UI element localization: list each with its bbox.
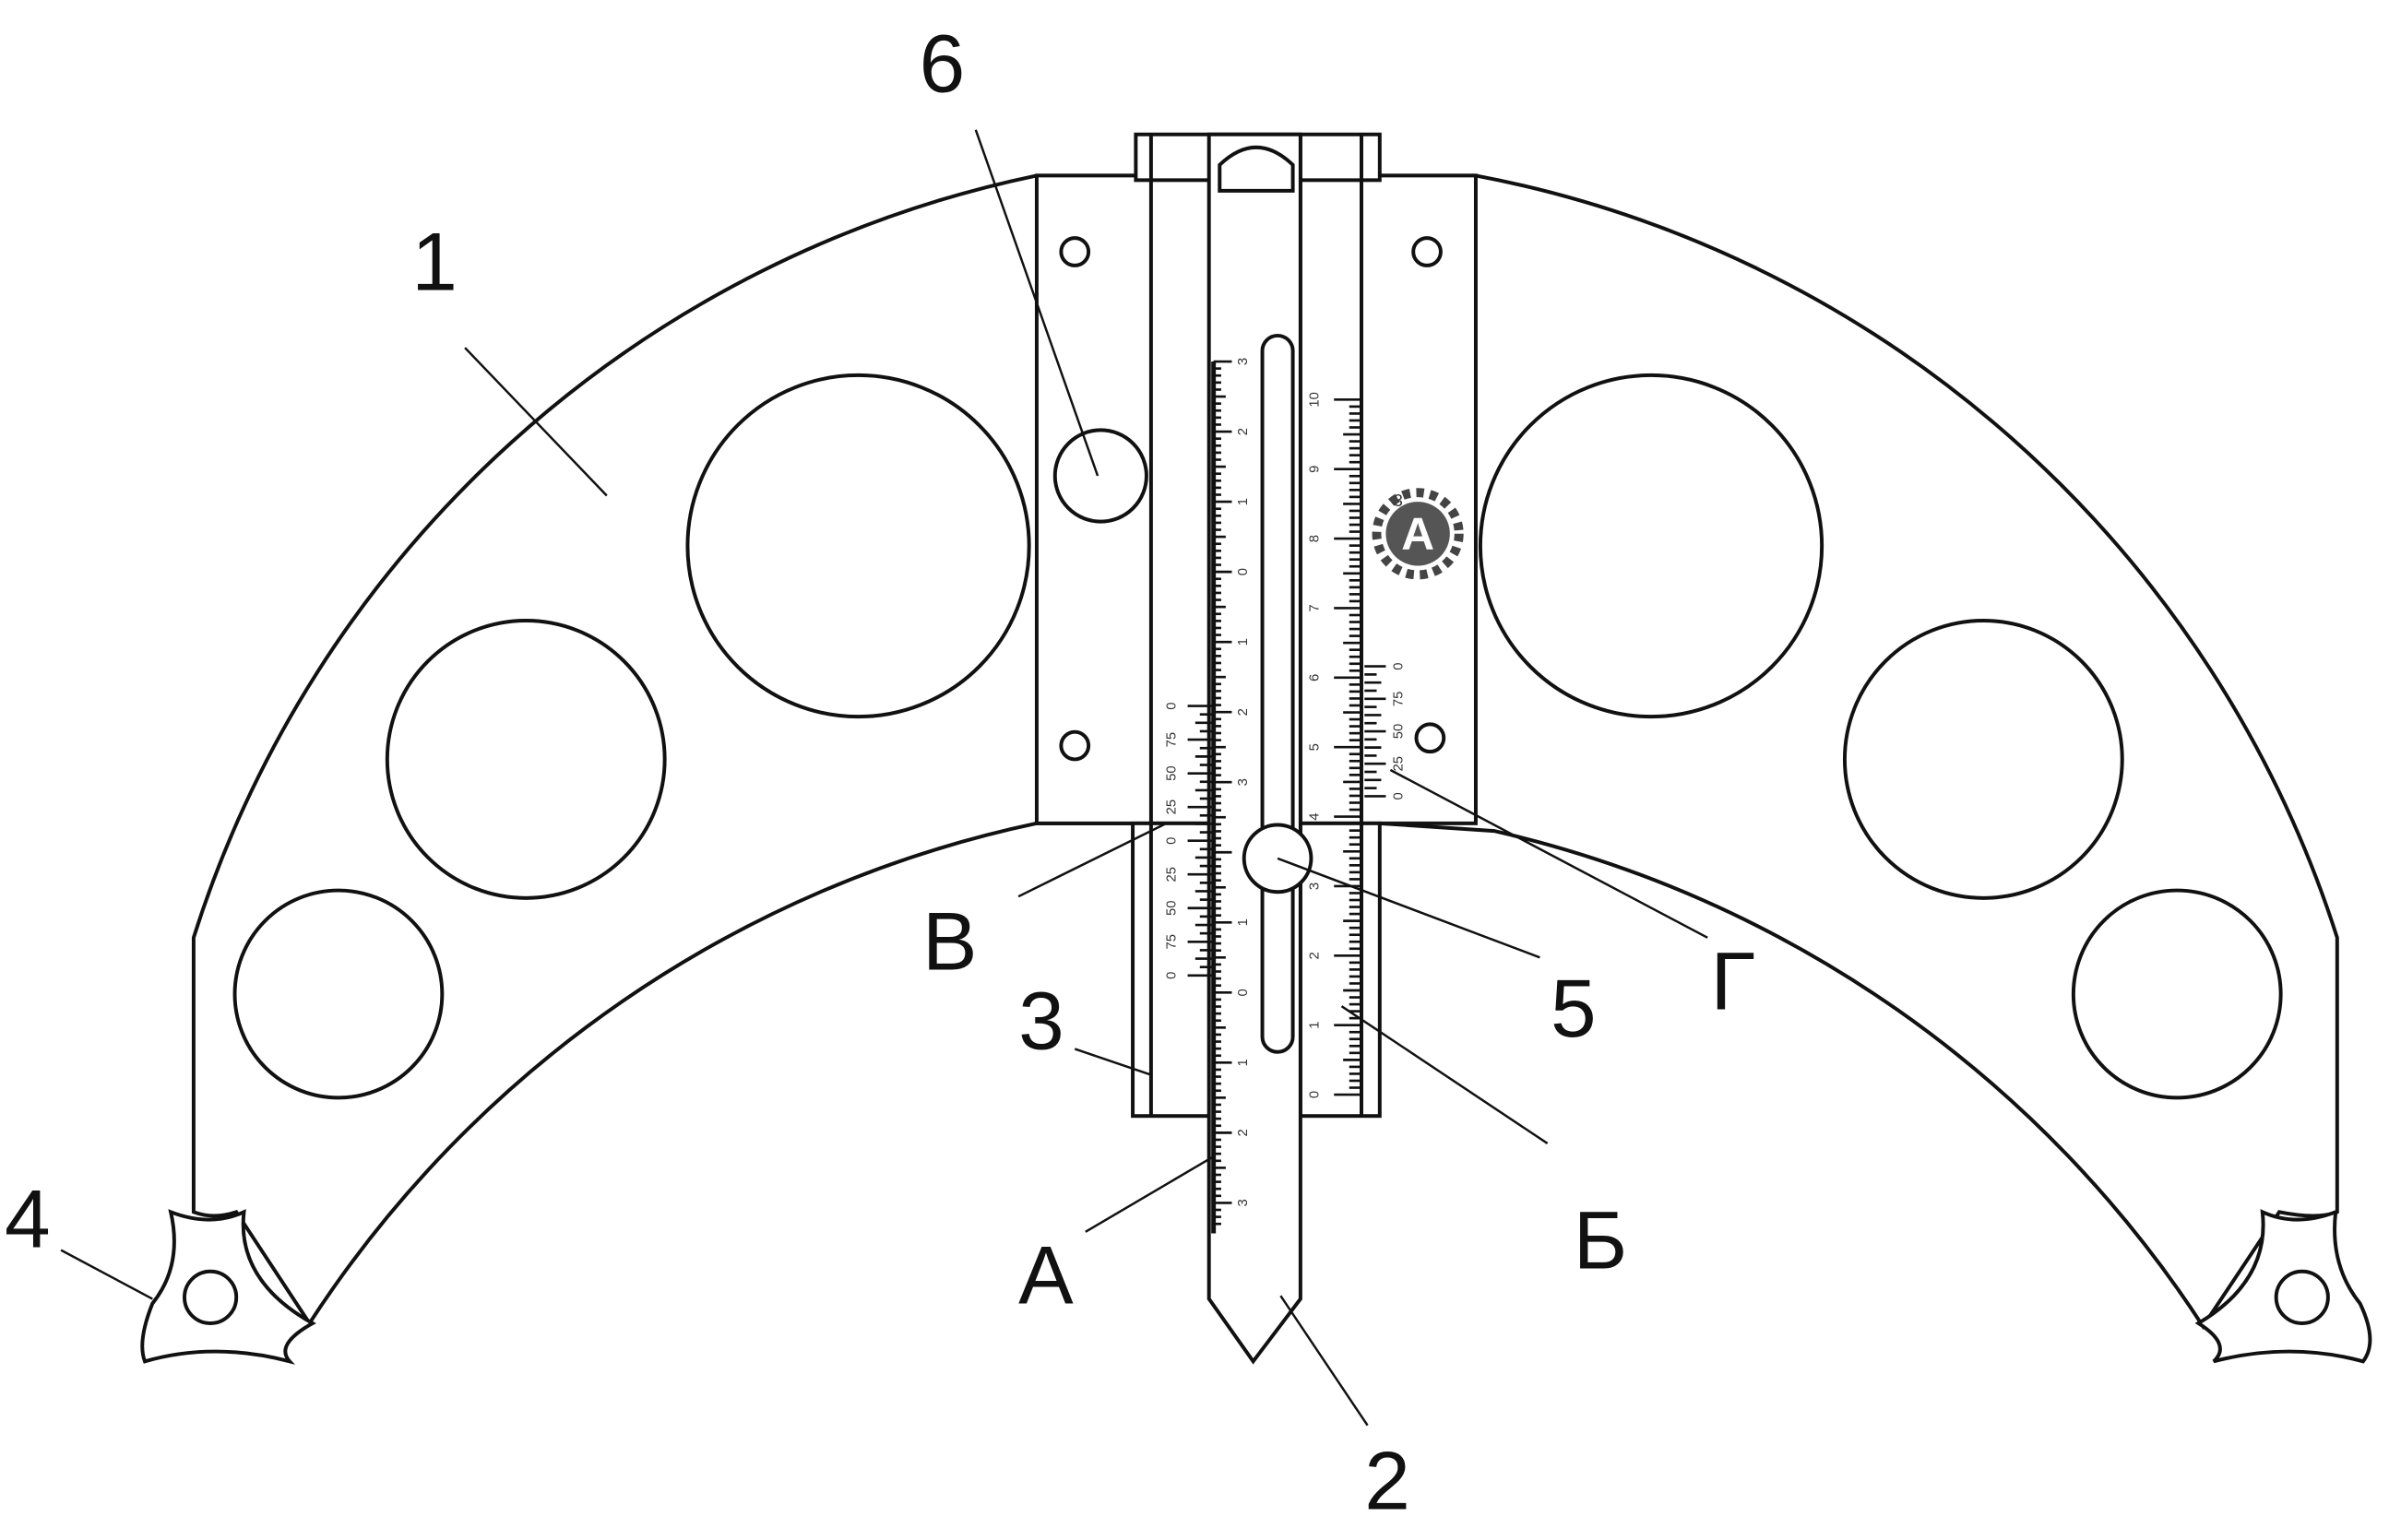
ruler-blade <box>1206 132 1302 1365</box>
label-vernier-left: В <box>922 895 978 988</box>
frame-tick-label: 3 <box>1308 883 1323 890</box>
ruler-tick-label: 3 <box>1236 1199 1251 1206</box>
logo: А 3 <box>1372 488 1464 580</box>
lightening-hole <box>1842 619 2124 900</box>
vernier-left-label: 0 <box>1164 837 1179 845</box>
ruler-tick-label: 1 <box>1236 1059 1251 1066</box>
ruler-tick-label: 0 <box>1236 568 1251 575</box>
screw-hole <box>1411 236 1443 267</box>
vernier-left-label: 0 <box>1164 702 1179 709</box>
support-left <box>140 1209 316 1365</box>
ruler-tick-label: 2 <box>1236 428 1251 435</box>
label-frame: 3 <box>1018 974 1064 1066</box>
lightening-hole <box>1478 373 1824 719</box>
frame-tick-label: 7 <box>1308 604 1323 611</box>
frame-tick-label: 1 <box>1308 1022 1323 1029</box>
frame-tick-label: 5 <box>1308 743 1323 751</box>
frame-tick-label: 9 <box>1308 466 1323 473</box>
label-hole: 6 <box>920 17 966 109</box>
vernier-left-label: 0 <box>1164 972 1179 979</box>
lightening-hole <box>2071 888 2283 1100</box>
ruler-tick-label: 1 <box>1236 498 1251 505</box>
vernier-left-label: 75 <box>1164 732 1179 748</box>
frame-tick-label: 10 <box>1308 392 1323 408</box>
label-main-scale: А <box>1018 1228 1074 1321</box>
frame-tick-label: 6 <box>1308 674 1323 681</box>
label-support: 4 <box>5 1172 51 1264</box>
vernier-left-label: 25 <box>1164 867 1179 883</box>
ruler-tick-label: 1 <box>1236 638 1251 646</box>
screw-hole <box>1059 236 1091 267</box>
lightening-hole <box>685 373 1031 719</box>
vernier-left-label: 50 <box>1164 765 1179 781</box>
label-lock-knob: 5 <box>1551 962 1597 1054</box>
vernier-right-label: 0 <box>1392 662 1407 669</box>
lock-knob <box>1242 823 1313 894</box>
support-right-hole <box>2274 1269 2330 1325</box>
ruler-window <box>1218 145 1295 193</box>
frame-tick-label: 2 <box>1308 952 1323 959</box>
vernier-right-label: 50 <box>1392 724 1407 740</box>
ruler-tick-label: 3 <box>1236 778 1251 786</box>
ruler-tick-label: 3 <box>1236 358 1251 365</box>
ruler-tick-label: 2 <box>1236 708 1251 716</box>
vernier-left-label: 50 <box>1164 900 1179 916</box>
logo-superscript: 3 <box>1394 492 1403 510</box>
support-right <box>2194 1209 2372 1364</box>
ruler-slot <box>1260 333 1295 1054</box>
frame-tick-label: 4 <box>1308 812 1323 820</box>
label-ruler: 2 <box>1364 1435 1410 1527</box>
label-vernier-right: Г <box>1710 934 1754 1026</box>
lightening-hole <box>232 888 445 1100</box>
logo-letter: А <box>1401 507 1434 559</box>
leader-lines <box>60 129 1708 1427</box>
ruler-tick-label: 0 <box>1236 989 1251 996</box>
hole-6 <box>1052 428 1148 524</box>
frame-tick-label: 0 <box>1308 1091 1323 1098</box>
vernier-left-label: 25 <box>1164 800 1179 815</box>
lightening-hole <box>385 619 667 900</box>
vernier-left-label: 75 <box>1164 934 1179 950</box>
label-frame-scale: Б <box>1574 1193 1628 1285</box>
ruler-tick-label: 2 <box>1236 1129 1251 1136</box>
vernier-right-label: 75 <box>1392 692 1407 707</box>
ruler-tick-label: 1 <box>1236 918 1251 926</box>
screw-hole <box>1059 729 1091 762</box>
frame-tick-label: 8 <box>1308 535 1323 542</box>
support-left-hole <box>183 1269 239 1325</box>
vernier-right-label: 25 <box>1392 756 1407 772</box>
label-body: 1 <box>411 215 458 307</box>
vernier-right-label: 0 <box>1392 792 1407 800</box>
screw-hole <box>1414 722 1446 754</box>
